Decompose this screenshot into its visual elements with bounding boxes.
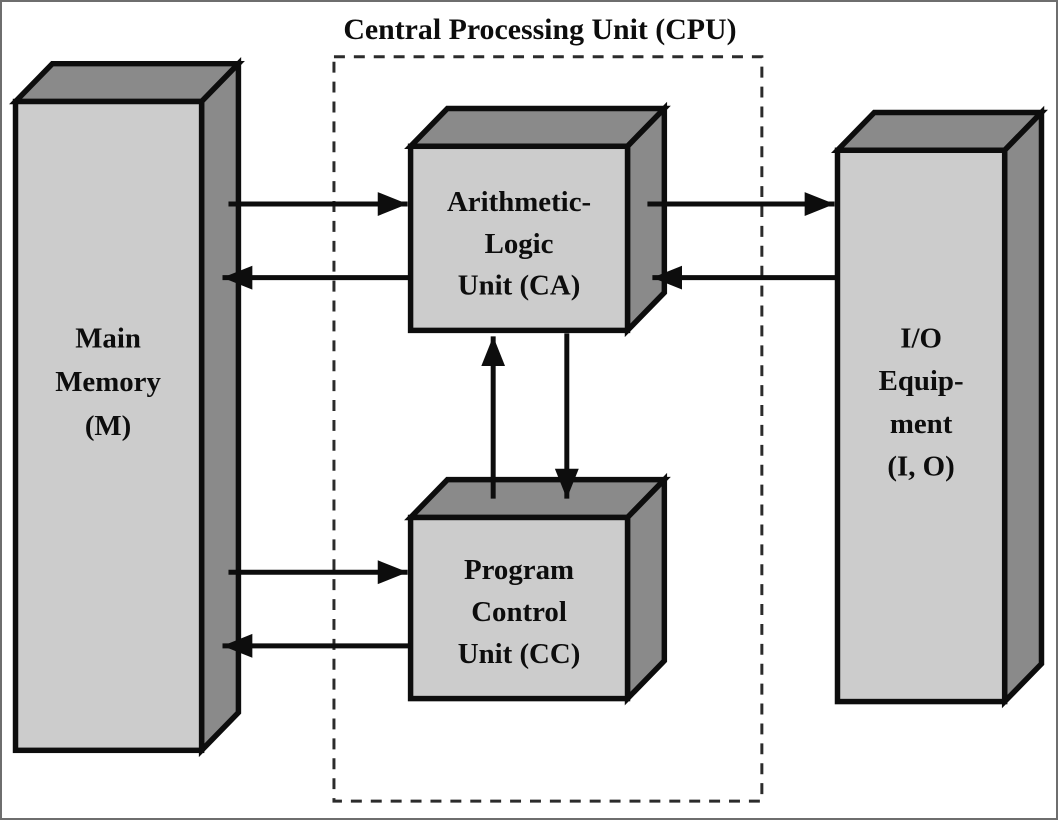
program-control-label-line3: Unit (CC) [458,638,581,670]
alu-label-line2: Logic [485,228,554,260]
program-control-box: Program Control Unit (CC) [404,472,671,706]
io-equipment-side-face [1001,105,1045,709]
alu-top-face [404,105,671,150]
io-equipment-label-line2: Equip- [879,365,964,397]
alu-front-face [407,143,631,334]
alu-box: Arithmetic- Logic Unit (CA) [404,101,671,338]
program-control-label-line2: Control [471,596,567,628]
io-equipment-box: I/O Equip- ment (I, O) [831,105,1048,709]
alu-label-line1: Arithmetic- [447,186,591,218]
program-control-side-face [624,472,668,706]
main-memory-label-line3: (M) [85,410,131,442]
io-equipment-front-face [834,147,1008,705]
main-memory-front-face [12,98,205,754]
main-memory-box: Main Memory (M) [9,56,245,758]
program-control-top-face [404,476,671,521]
connection-arrows [222,192,838,658]
program-control-label-line1: Program [464,554,574,586]
main-memory-label-line2: Memory [55,366,161,398]
main-memory-label-line1: Main [75,322,141,354]
cpu-boundary-dashed-box [332,55,764,803]
io-equipment-label-line3: ment [890,408,953,440]
io-equipment-label-line1: I/O [900,322,942,354]
diagram-title: Central Processing Unit (CPU) [343,13,736,46]
io-equipment-label-line4: (I, O) [887,451,954,483]
program-control-front-face [407,514,631,702]
alu-side-face [624,101,668,338]
alu-label-line3: Unit (CA) [458,270,581,302]
